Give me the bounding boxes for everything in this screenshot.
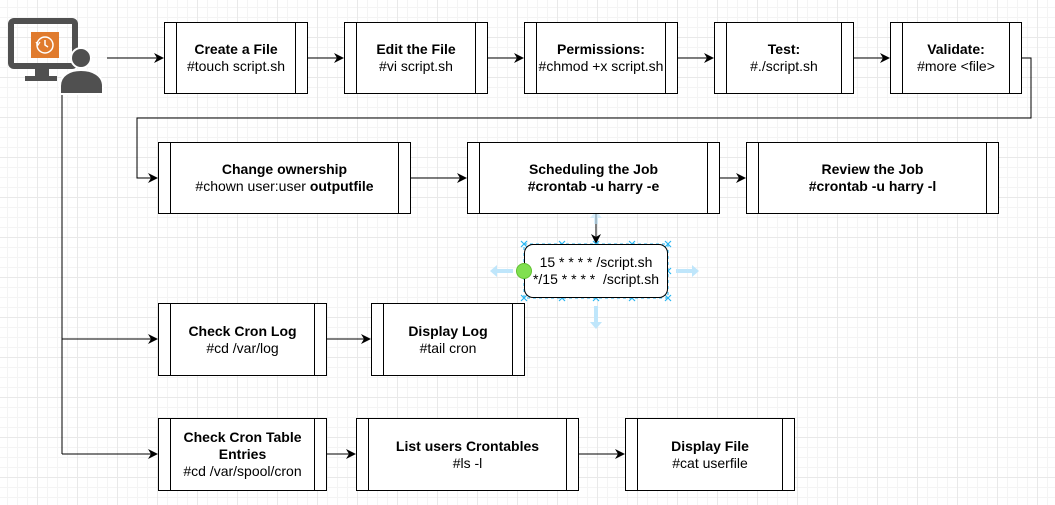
step-command: #cat userfile	[672, 454, 748, 471]
step-title: Test:	[767, 41, 801, 57]
connector-validate-to-ownership	[136, 57, 1032, 183]
step-review[interactable]: Review the Job #crontab -u harry -l	[746, 142, 999, 214]
command-text: #chown user:user	[195, 178, 310, 194]
step-display-file[interactable]: Display File #cat userfile	[625, 418, 795, 491]
step-command: #touch script.sh	[186, 58, 286, 74]
step-command: #cd /var/log	[206, 339, 279, 356]
clock-refresh-icon	[31, 32, 59, 58]
step-command: #ls -l	[452, 454, 483, 471]
step-title: Review the Job	[821, 161, 924, 177]
step-test[interactable]: Test: #./script.sh	[714, 22, 854, 94]
step-list-users[interactable]: List users Crontables #ls -l	[356, 418, 579, 491]
step-title: Validate:	[927, 41, 985, 57]
step-title: Change ownership	[221, 161, 348, 177]
step-title: Display Log	[408, 322, 488, 339]
step-command: #cd /var/spool/cron	[183, 463, 302, 479]
step-title: Check Cron Log	[188, 322, 297, 339]
step-title: Edit the File	[376, 41, 456, 57]
step-title: List users Crontables	[395, 437, 540, 454]
hover-arrow-right	[676, 265, 699, 277]
hover-arrow-up	[590, 211, 602, 224]
computer-user-icon	[8, 18, 108, 98]
step-display-log[interactable]: Display Log #tail cron	[371, 303, 525, 376]
step-command: #chown user:user outputfile	[195, 178, 373, 195]
step-check-cron-log[interactable]: Check Cron Log #cd /var/log	[158, 303, 327, 376]
step-check-cron-table[interactable]: Check Cron Table Entries #cd /var/spool/…	[158, 418, 327, 491]
step-scheduling[interactable]: Scheduling the Job #crontab -u harry -e	[467, 142, 720, 214]
step-command: #tail cron	[419, 339, 477, 356]
step-title: Create a File	[194, 41, 278, 57]
step-title: Check Cron Table	[183, 429, 302, 445]
step-command: #./script.sh	[750, 58, 818, 74]
step-command: #crontab -u harry -e	[527, 178, 660, 194]
step-title-line2: Entries	[218, 446, 267, 462]
connection-handle[interactable]	[514, 262, 534, 282]
step-command: #chmod +x script.sh	[538, 58, 664, 74]
cron-entries-box[interactable]: 15 * * * * /script.sh */15 * * * * /scri…	[524, 244, 668, 298]
step-validate[interactable]: Validate: #more <file>	[890, 22, 1022, 94]
step-title: Display File	[671, 437, 749, 454]
step-edit-file[interactable]: Edit the File #vi script.sh	[344, 22, 488, 94]
step-command: #crontab -u harry -l	[808, 178, 937, 194]
cron-entry: */15 * * * * /script.sh	[532, 271, 660, 287]
hover-arrow-left	[490, 265, 513, 277]
step-change-ownership[interactable]: Change ownership #chown user:user output…	[158, 142, 411, 214]
cron-entry: 15 * * * * /script.sh	[539, 254, 653, 270]
hover-arrow-down	[590, 306, 602, 329]
step-title: Scheduling the Job	[528, 161, 659, 177]
step-title: Permissions:	[557, 41, 645, 57]
command-bold-text: outputfile	[309, 178, 374, 194]
step-create-file[interactable]: Create a File #touch script.sh	[164, 22, 308, 94]
step-command: #vi script.sh	[379, 58, 453, 74]
step-command: #more <file>	[917, 58, 995, 74]
step-permissions[interactable]: Permissions: #chmod +x script.sh	[524, 22, 678, 94]
